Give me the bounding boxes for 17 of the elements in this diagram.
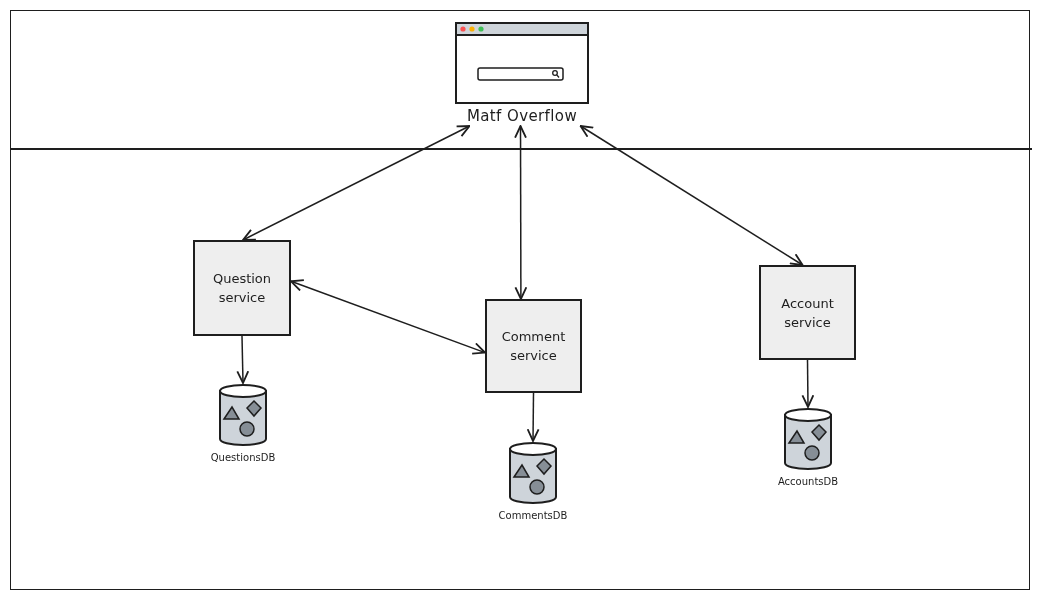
database-name: CommentsDB [498, 509, 568, 522]
service-name: Account service [780, 294, 835, 332]
database-name: QuestionsDB [210, 451, 276, 464]
app-title: Matf Overflow [466, 106, 578, 126]
service-name: Question service [211, 270, 273, 307]
service-box [193, 240, 291, 336]
arrow [526, 392, 540, 442]
double-arrow [514, 125, 528, 300]
double-arrow [242, 125, 471, 241]
arrow [236, 335, 250, 384]
service-box [485, 299, 582, 393]
service-name: Comment service [501, 328, 566, 365]
double-arrow [290, 279, 486, 355]
arrow [801, 359, 815, 408]
double-arrow [579, 125, 804, 266]
service-box [759, 265, 856, 360]
database-name: AccountsDB [777, 475, 839, 488]
